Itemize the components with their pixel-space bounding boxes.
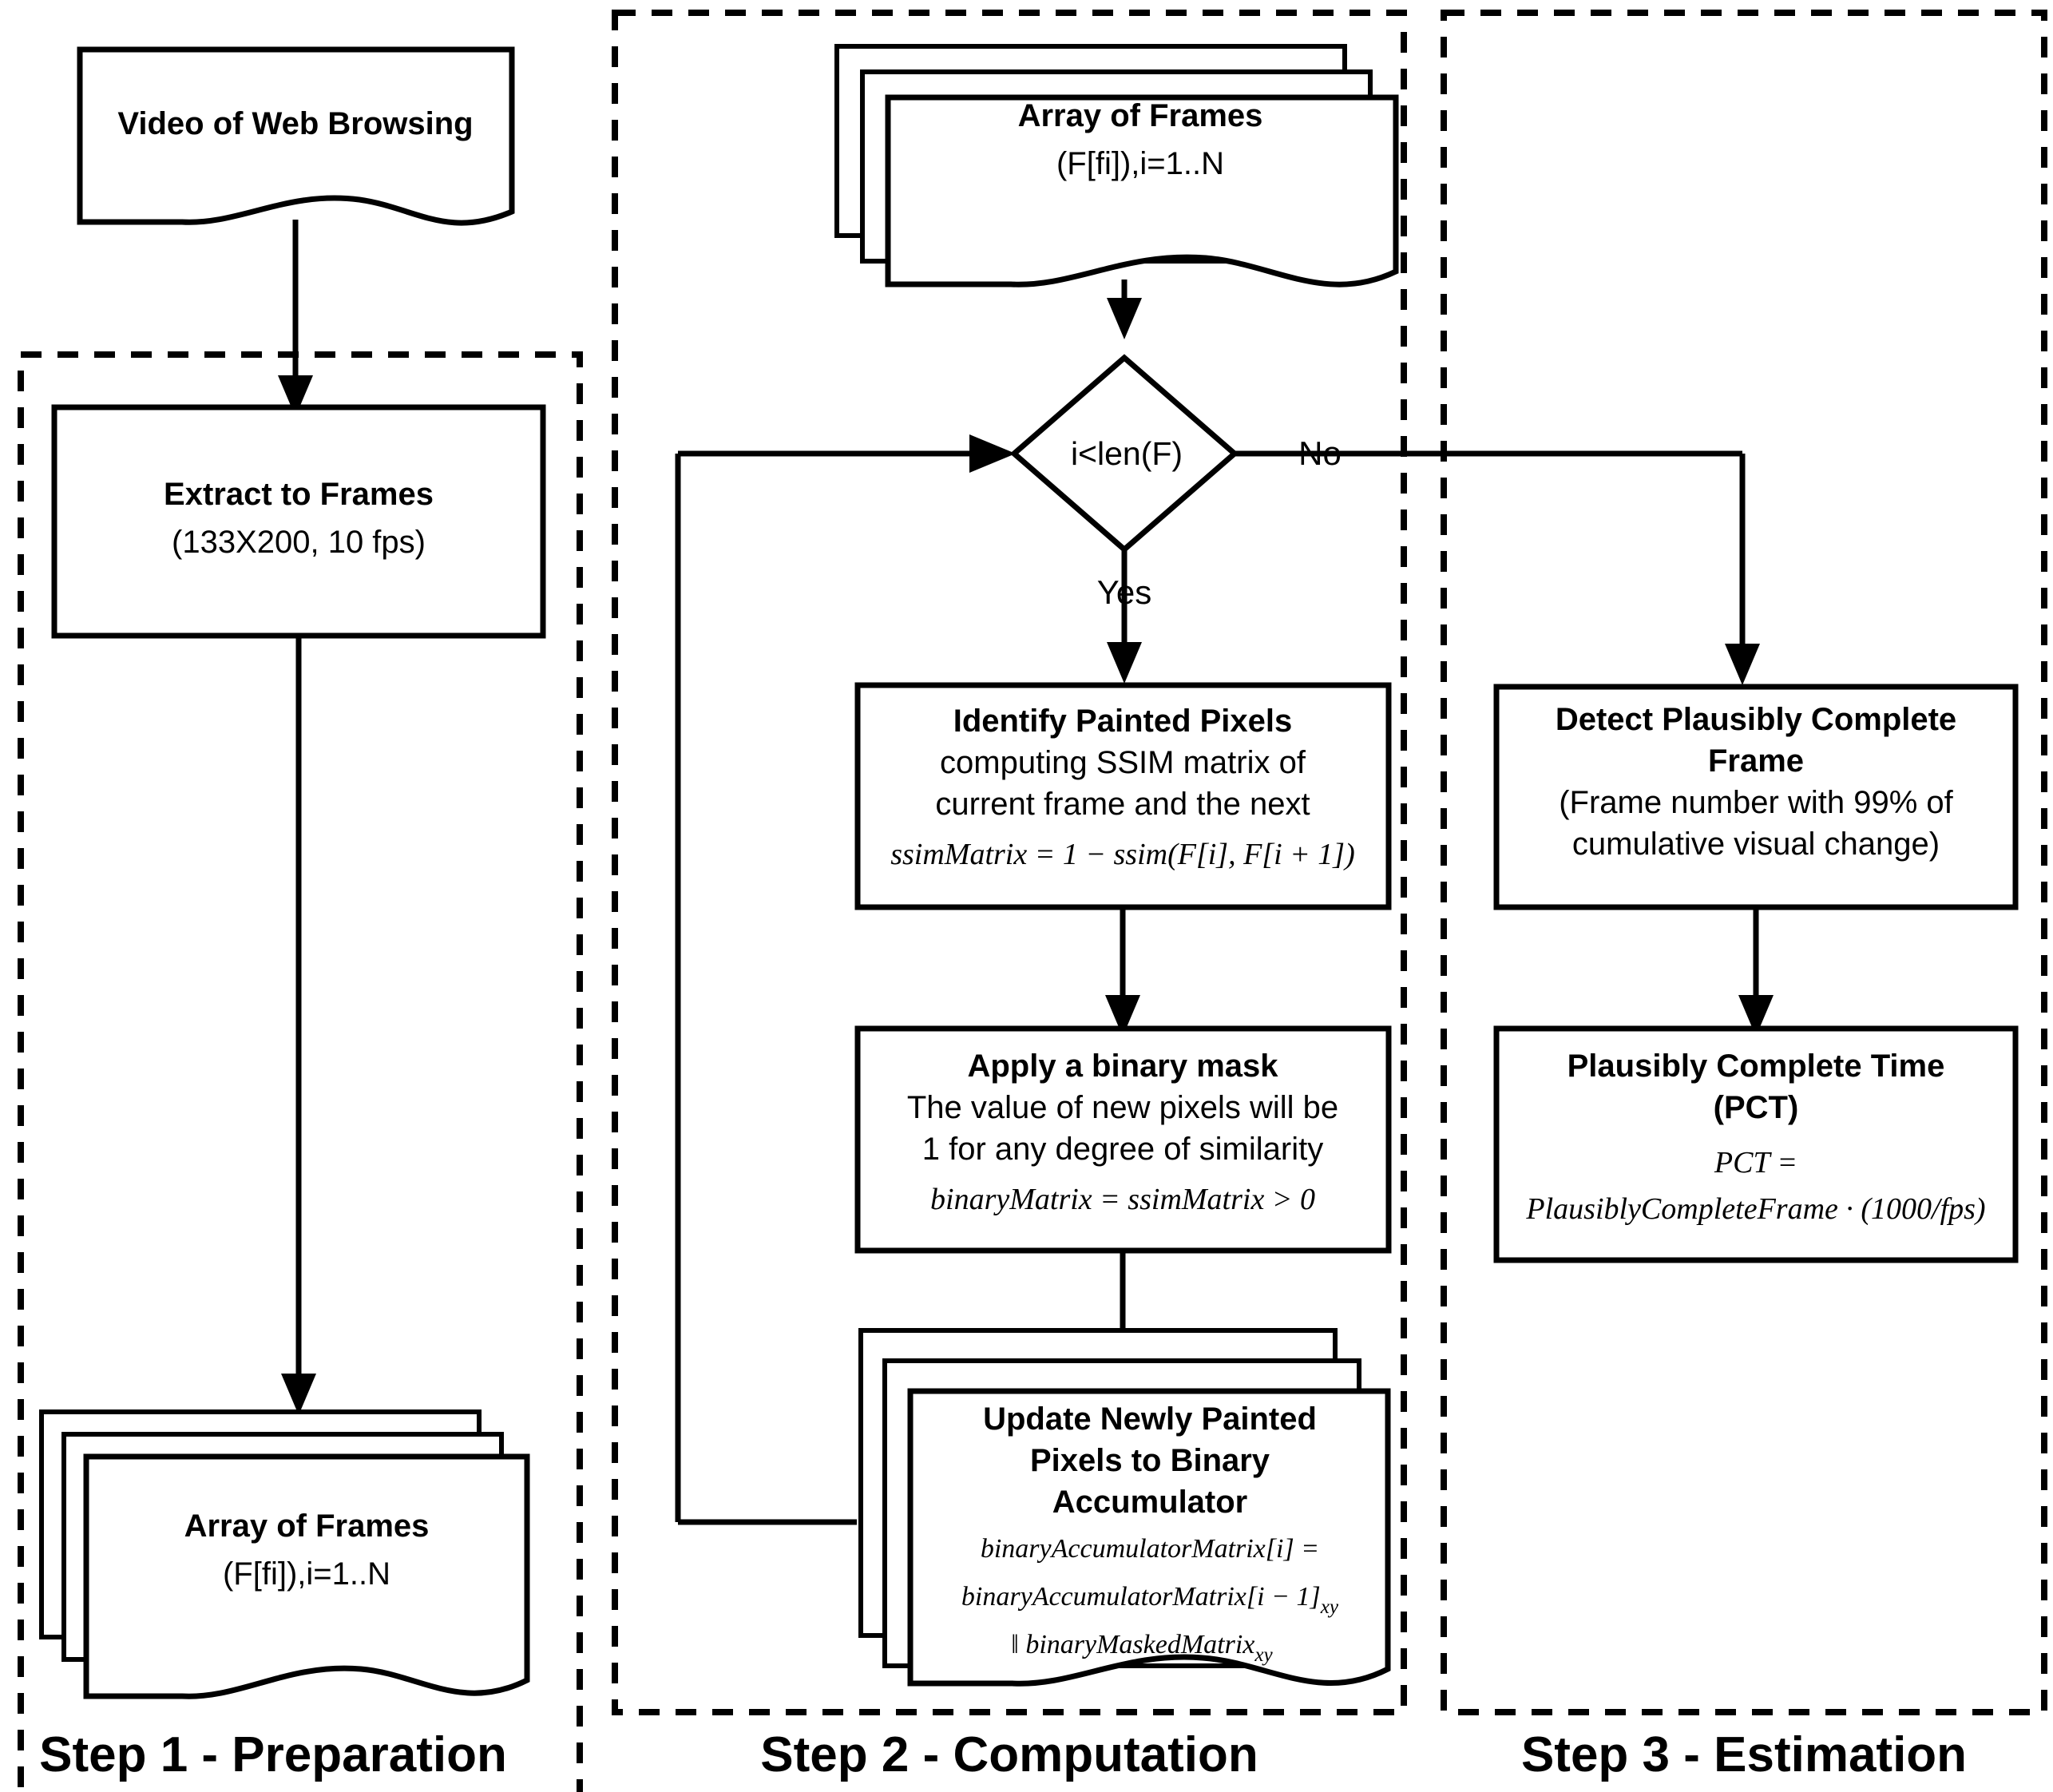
- array-frames-step2-subtitle: (F[fi]),i=1..N: [1056, 146, 1224, 181]
- extract-frames-title: Extract to Frames: [164, 477, 434, 512]
- array-frames-step1-shape: [83, 1453, 530, 1699]
- update-accumulator-formula3-sub: xy: [1254, 1644, 1273, 1666]
- update-accumulator-title1: Update Newly Painted: [983, 1401, 1317, 1437]
- loop-decision-condition: i<len(F): [1071, 435, 1183, 472]
- arrowhead-array2-to-decision: [1107, 298, 1142, 339]
- panel-step3-label: Step 3 - Estimation: [1521, 1727, 1967, 1782]
- arrowhead-detect-to-pct: [1738, 995, 1774, 1037]
- apply-binary-mask-line3: 1 for any degree of similarity: [922, 1132, 1323, 1167]
- apply-binary-mask-shape: [854, 1025, 1392, 1254]
- video-source-shape: [77, 46, 515, 226]
- array-frames-step2-title: Array of Frames: [1018, 98, 1263, 133]
- array-frames-step2-shape: [885, 94, 1399, 287]
- identify-painted-pixels-shape: [854, 682, 1392, 910]
- update-accumulator-formula1: binaryAccumulatorMatrix[i] =: [981, 1534, 1319, 1564]
- update-accumulator-formula2-sub: xy: [1320, 1596, 1339, 1618]
- array-frames-step1-subtitle: (F[fi]),i=1..N: [223, 1556, 390, 1592]
- video-source-label: Video of Web Browsing: [117, 106, 473, 141]
- update-accumulator-formula2-main: binaryAccumulatorMatrix[i − 1]: [961, 1582, 1321, 1612]
- identify-painted-pixels-title: Identify Painted Pixels: [953, 704, 1293, 739]
- plausibly-complete-time-shape: [1493, 1025, 2019, 1263]
- arrowhead-video-to-extract: [278, 375, 313, 417]
- detect-complete-frame-line4: cumulative visual change): [1572, 827, 1940, 862]
- detect-complete-frame-line3: (Frame number with 99% of: [1559, 785, 1953, 820]
- loop-decision-no-label: No: [1298, 434, 1342, 472]
- identify-painted-pixels-line2: computing SSIM matrix of: [940, 745, 1306, 780]
- plausibly-complete-time-title1: Plausibly Complete Time: [1567, 1049, 1945, 1084]
- arrowhead-decision-no: [1725, 644, 1760, 685]
- apply-binary-mask-title: Apply a binary mask: [967, 1049, 1278, 1084]
- update-accumulator-title3: Accumulator: [1052, 1485, 1248, 1520]
- panel-step1-border: [18, 351, 583, 1792]
- extract-frames-shape: [51, 404, 546, 639]
- detect-complete-frame-title1: Detect Plausibly Complete: [1556, 702, 1956, 737]
- panel-step3-border: [1441, 10, 2047, 1715]
- plausibly-complete-time-title2: (PCT): [1714, 1090, 1799, 1125]
- update-accumulator-title2: Pixels to Binary: [1030, 1443, 1270, 1478]
- panel-step1-label: Step 1 - Preparation: [39, 1727, 507, 1782]
- panel-step2-label: Step 2 - Computation: [760, 1727, 1258, 1782]
- panel-step2-border: [612, 10, 1407, 1715]
- detect-complete-frame-title2: Frame: [1708, 743, 1804, 779]
- identify-painted-pixels-formula: ssimMatrix = 1 − ssim(F[i], F[i + 1]): [890, 838, 1355, 871]
- arrowhead-extract-to-array1: [281, 1374, 316, 1415]
- extract-frames-subtitle: (133X200, 10 fps): [172, 525, 426, 560]
- arrowhead-identify-to-mask: [1105, 995, 1140, 1037]
- update-accumulator-formula2: binaryAccumulatorMatrix[i − 1]xy: [961, 1582, 1339, 1618]
- plausibly-complete-time-formula2: PlausiblyCompleteFrame · (1000/fps): [1525, 1192, 1985, 1226]
- update-accumulator-shape: [907, 1388, 1391, 1687]
- apply-binary-mask-line2: The value of new pixels will be: [907, 1090, 1338, 1125]
- plausibly-complete-time-formula1: PCT =: [1714, 1146, 1797, 1179]
- loop-decision-yes-label: Yes: [1097, 573, 1152, 611]
- apply-binary-mask-formula: binaryMatrix = ssimMatrix > 0: [930, 1183, 1315, 1216]
- arrowhead-decision-yes: [1107, 642, 1142, 684]
- update-accumulator-formula3: ‖ binaryMaskedMatrixxy: [1011, 1630, 1273, 1666]
- identify-painted-pixels-line3: current frame and the next: [935, 787, 1310, 822]
- update-accumulator-formula3-main: ‖ binaryMaskedMatrix: [1011, 1630, 1254, 1659]
- arrowhead-loopback: [969, 434, 1016, 473]
- array-frames-step1-title: Array of Frames: [184, 1509, 430, 1544]
